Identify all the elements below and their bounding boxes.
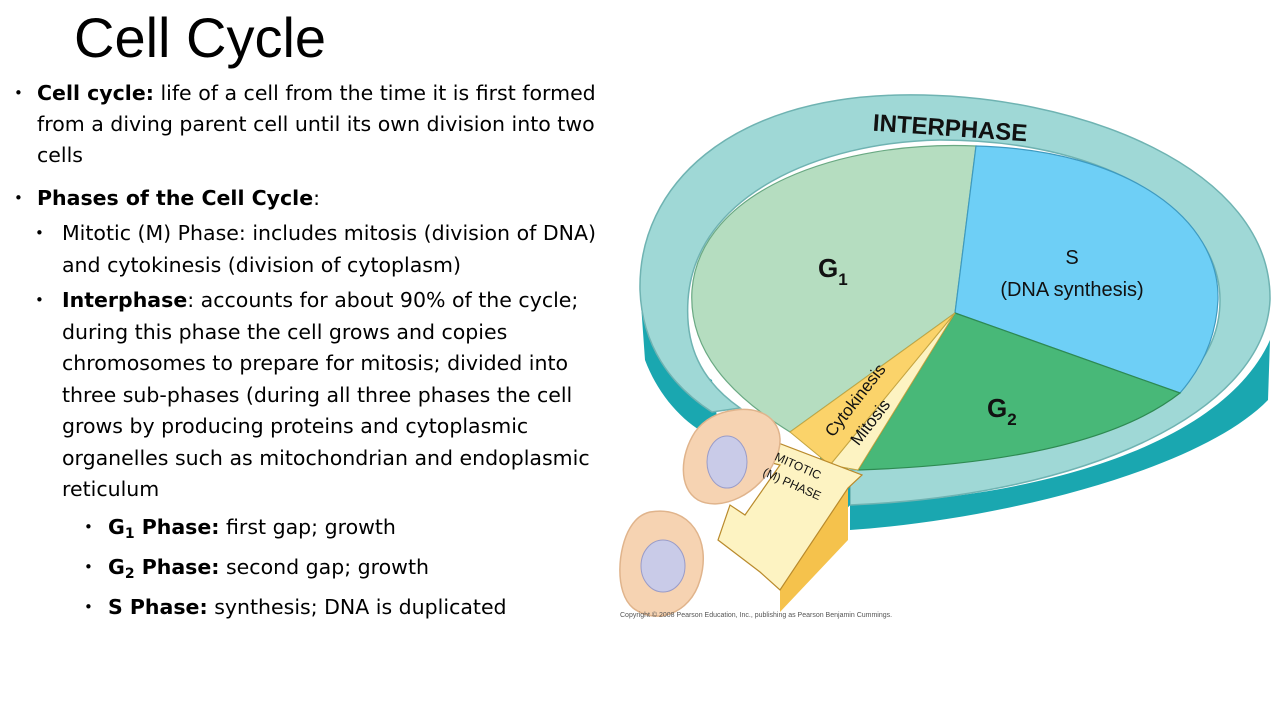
bullet-icon: • [35, 224, 44, 242]
cell-cycle-definition: life of a cell from the time it is first… [37, 81, 596, 167]
bullet-phases: • Phases of the Cell Cycle: • Mitotic (M… [12, 183, 617, 623]
s-text: synthesis; DNA is duplicated [207, 594, 507, 619]
g1-label: G1 [818, 253, 848, 289]
cytokinesis-sector [789, 312, 956, 466]
g2-label-sub: 2 [1007, 410, 1016, 429]
subphase-list: • G1 Phase: first gap; growth • G2 Phase… [12, 512, 617, 623]
bullet-icon: • [14, 189, 23, 207]
g1-term-rest: Phase: [134, 514, 220, 539]
term-g2-phase: G2 Phase: [108, 554, 220, 582]
bullet-content: • Cell cycle: life of a cell from the ti… [12, 78, 617, 635]
phases-colon: : [313, 186, 321, 210]
term-cell-cycle: Cell cycle: [37, 81, 154, 105]
bullet-icon: • [84, 557, 93, 576]
bullet-s-phase: • S Phase: synthesis; DNA is duplicated [12, 592, 617, 623]
bullet-icon: • [84, 597, 93, 616]
term-s-phase: S Phase: [108, 594, 208, 619]
term-g1-phase: G1 Phase: [108, 514, 220, 542]
bullet-g2-phase: • G2 Phase: second gap; growth [12, 552, 617, 586]
g2-subscript: 2 [124, 565, 135, 582]
bullet-icon: • [14, 84, 23, 102]
bullet-icon: • [35, 291, 44, 309]
g1-label-letter: G [818, 253, 838, 283]
s-sector [954, 145, 1219, 394]
g2-term-rest: Phase: [134, 554, 220, 579]
copyright-notice: Copyright © 2008 Pearson Education, Inc.… [620, 612, 893, 619]
bullet-icon: • [84, 517, 93, 536]
g1-letter: G [108, 514, 125, 539]
g2-label-letter: G [987, 393, 1007, 423]
s-label: S [1065, 247, 1078, 269]
interphase-ring-side [850, 340, 1270, 530]
interphase-text: : accounts for about 90% of the cycle; d… [62, 288, 590, 501]
g2-text: second gap; growth [219, 554, 429, 579]
g2-letter: G [108, 554, 125, 579]
g2-sector [856, 312, 1182, 471]
mitotic-arrow-side [780, 488, 848, 612]
s-sub-label: (DNA synthesis) [1000, 279, 1143, 301]
bullet-cell-cycle: • Cell cycle: life of a cell from the ti… [12, 78, 617, 171]
bullet-interphase: • Interphase: accounts for about 90% of … [13, 285, 617, 506]
cell-lower-nucleus [640, 539, 686, 593]
g1-subscript: 1 [124, 525, 135, 542]
slide-title: Cell Cycle [74, 6, 327, 69]
bullet-mitotic-phase: • Mitotic (M) Phase: includes mitosis (d… [13, 218, 617, 281]
g2-label: G2 [987, 393, 1017, 429]
g1-sector [691, 144, 977, 433]
term-interphase: Interphase [62, 288, 188, 312]
bullet-list: • Cell cycle: life of a cell from the ti… [12, 78, 617, 623]
bullet-g1-phase: • G1 Phase: first gap; growth [12, 512, 617, 546]
cell-upper-nucleus [706, 435, 748, 489]
phases-sublist: • Mitotic (M) Phase: includes mitosis (d… [0, 218, 617, 506]
interphase-ring [639, 94, 1271, 506]
mitotic-phase-text: Mitotic (M) Phase: includes mitosis (div… [62, 221, 596, 277]
term-phases: Phases of the Cell Cycle [37, 186, 314, 210]
cell-cycle-diagram: INTERPHASE G1 S (DNA synthesis) G2 Cytok… [619, 94, 1271, 617]
g1-text: first gap; growth [219, 514, 396, 539]
g1-label-sub: 1 [838, 270, 847, 289]
